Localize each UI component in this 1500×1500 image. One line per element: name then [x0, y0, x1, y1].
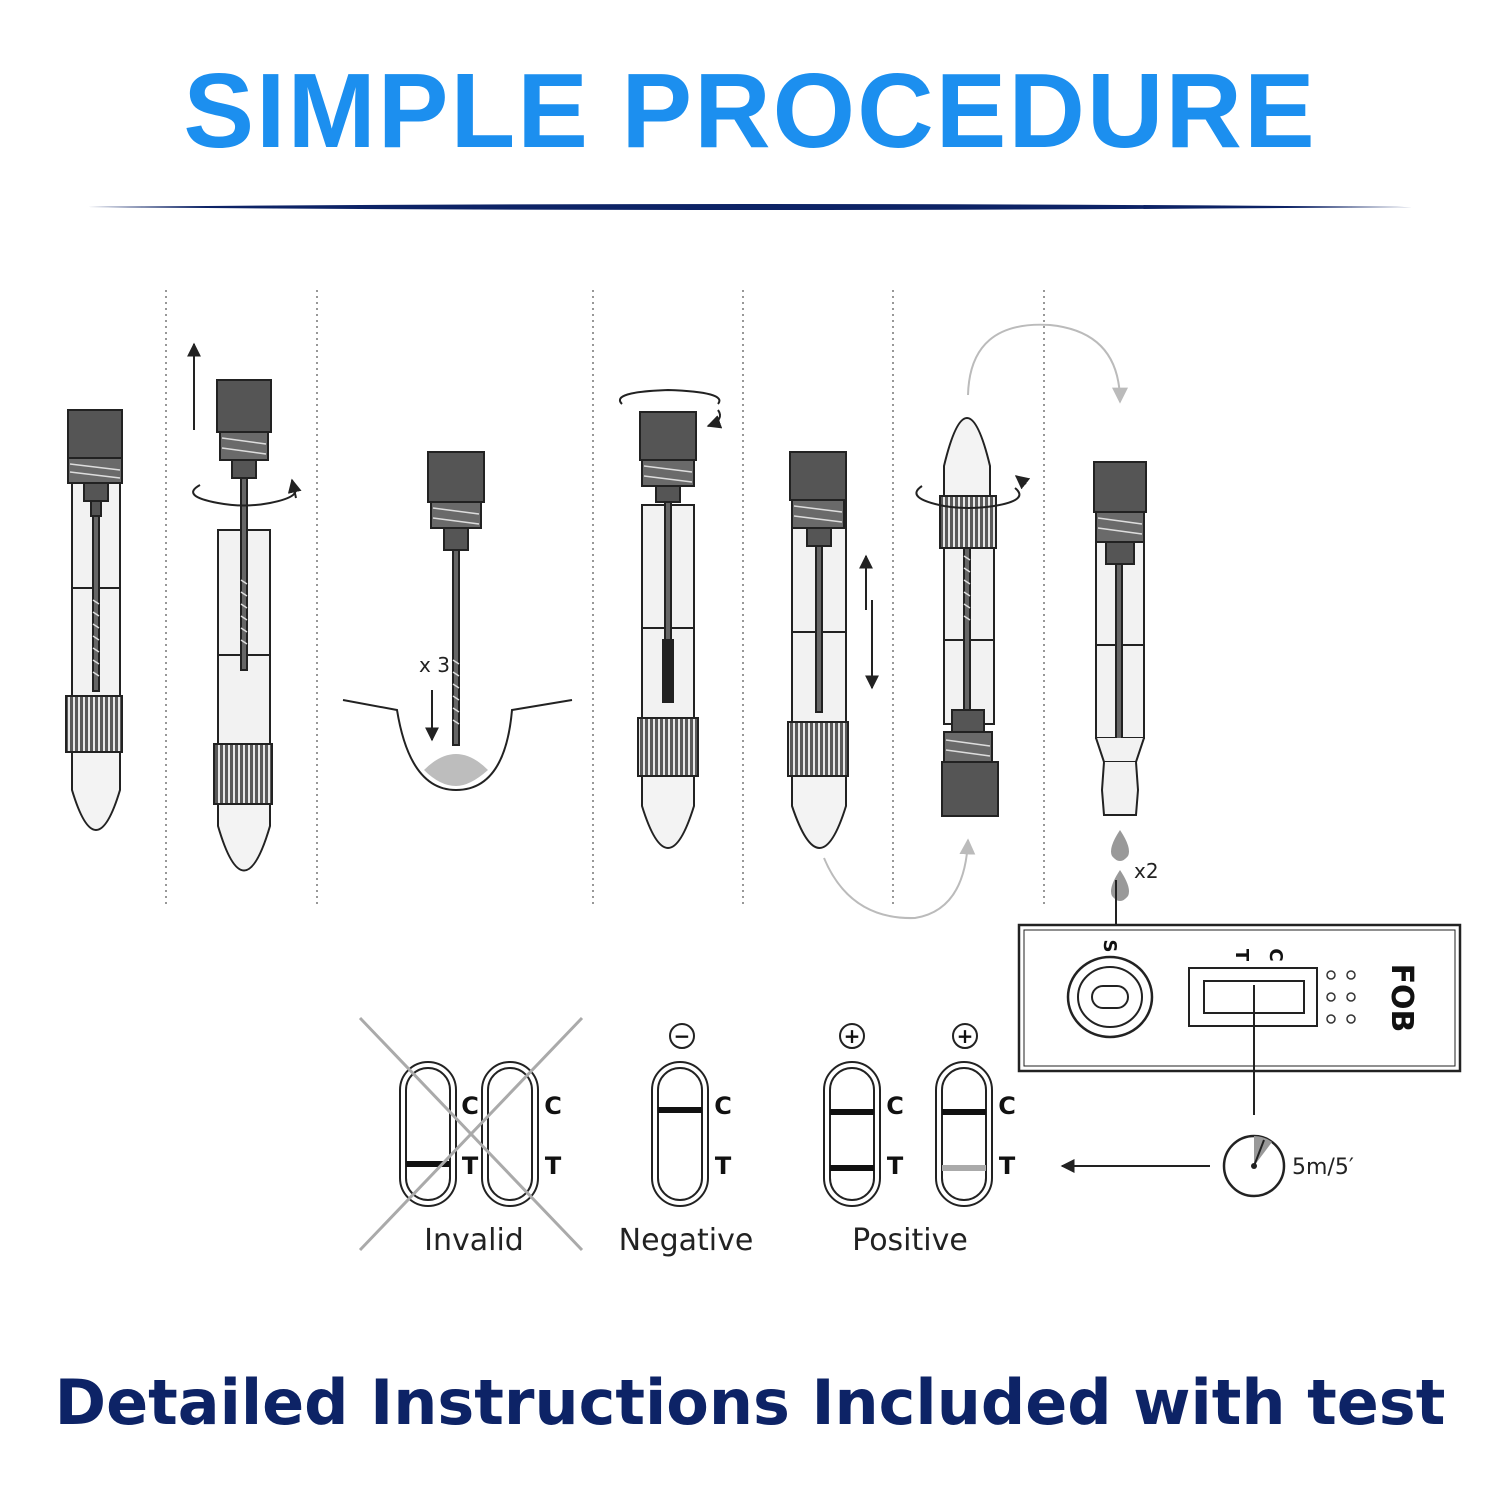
cassette-brand: FOB — [1384, 964, 1419, 1033]
step-6-invert — [915, 417, 1031, 817]
positive-sign: + — [844, 1024, 861, 1048]
step-7-dispense — [1093, 461, 1147, 970]
timer-icon — [1060, 1134, 1286, 1198]
cassette-sample-label: S — [1099, 940, 1120, 953]
invalid-c-label: C — [461, 1092, 479, 1120]
step-2-unscrew — [187, 342, 302, 872]
title-underline — [88, 204, 1412, 210]
transition-arrows — [823, 323, 1128, 920]
positive-t-label: T — [887, 1152, 904, 1180]
timer-label: 5m/5′ — [1292, 1155, 1354, 1180]
step-separators — [165, 290, 1045, 905]
cassette-test-label: T — [1231, 949, 1252, 962]
cassette-dots — [1326, 970, 1356, 1024]
step-5-shake — [787, 451, 879, 849]
negative-sign: − — [674, 1024, 691, 1048]
positive-sign-2: + — [957, 1024, 974, 1048]
positive-c-label: C — [886, 1092, 904, 1120]
mix-count-label: x 3 — [419, 653, 450, 677]
step-3-sample — [342, 451, 573, 792]
negative-c-label: C — [714, 1092, 732, 1120]
result-positive: C T C T — [823, 1023, 1016, 1207]
invalid2-t-label: T — [545, 1152, 562, 1180]
invalid-t-label: T — [462, 1152, 479, 1180]
step-1-tube — [65, 409, 123, 831]
result-invalid: C T C T — [358, 1016, 584, 1252]
step-4-screw — [619, 388, 723, 849]
sample-well — [1066, 955, 1154, 1039]
test-cassette: FOB S T C — [1017, 923, 1462, 1115]
footer-text: Detailed Instructions Included with test — [54, 1366, 1446, 1439]
invalid-label: Invalid — [424, 1223, 524, 1258]
positive-label: Positive — [852, 1223, 968, 1258]
invalid2-c-label: C — [544, 1092, 562, 1120]
cassette-control-label: C — [1265, 948, 1286, 961]
positive2-t-label: T — [999, 1152, 1016, 1180]
negative-label: Negative — [619, 1223, 754, 1258]
drop-count-label: x2 — [1134, 859, 1159, 883]
page-title: SIMPLE PROCEDURE — [183, 52, 1317, 170]
positive2-c-label: C — [998, 1092, 1016, 1120]
negative-t-label: T — [715, 1152, 732, 1180]
result-negative: C T — [651, 1023, 732, 1207]
